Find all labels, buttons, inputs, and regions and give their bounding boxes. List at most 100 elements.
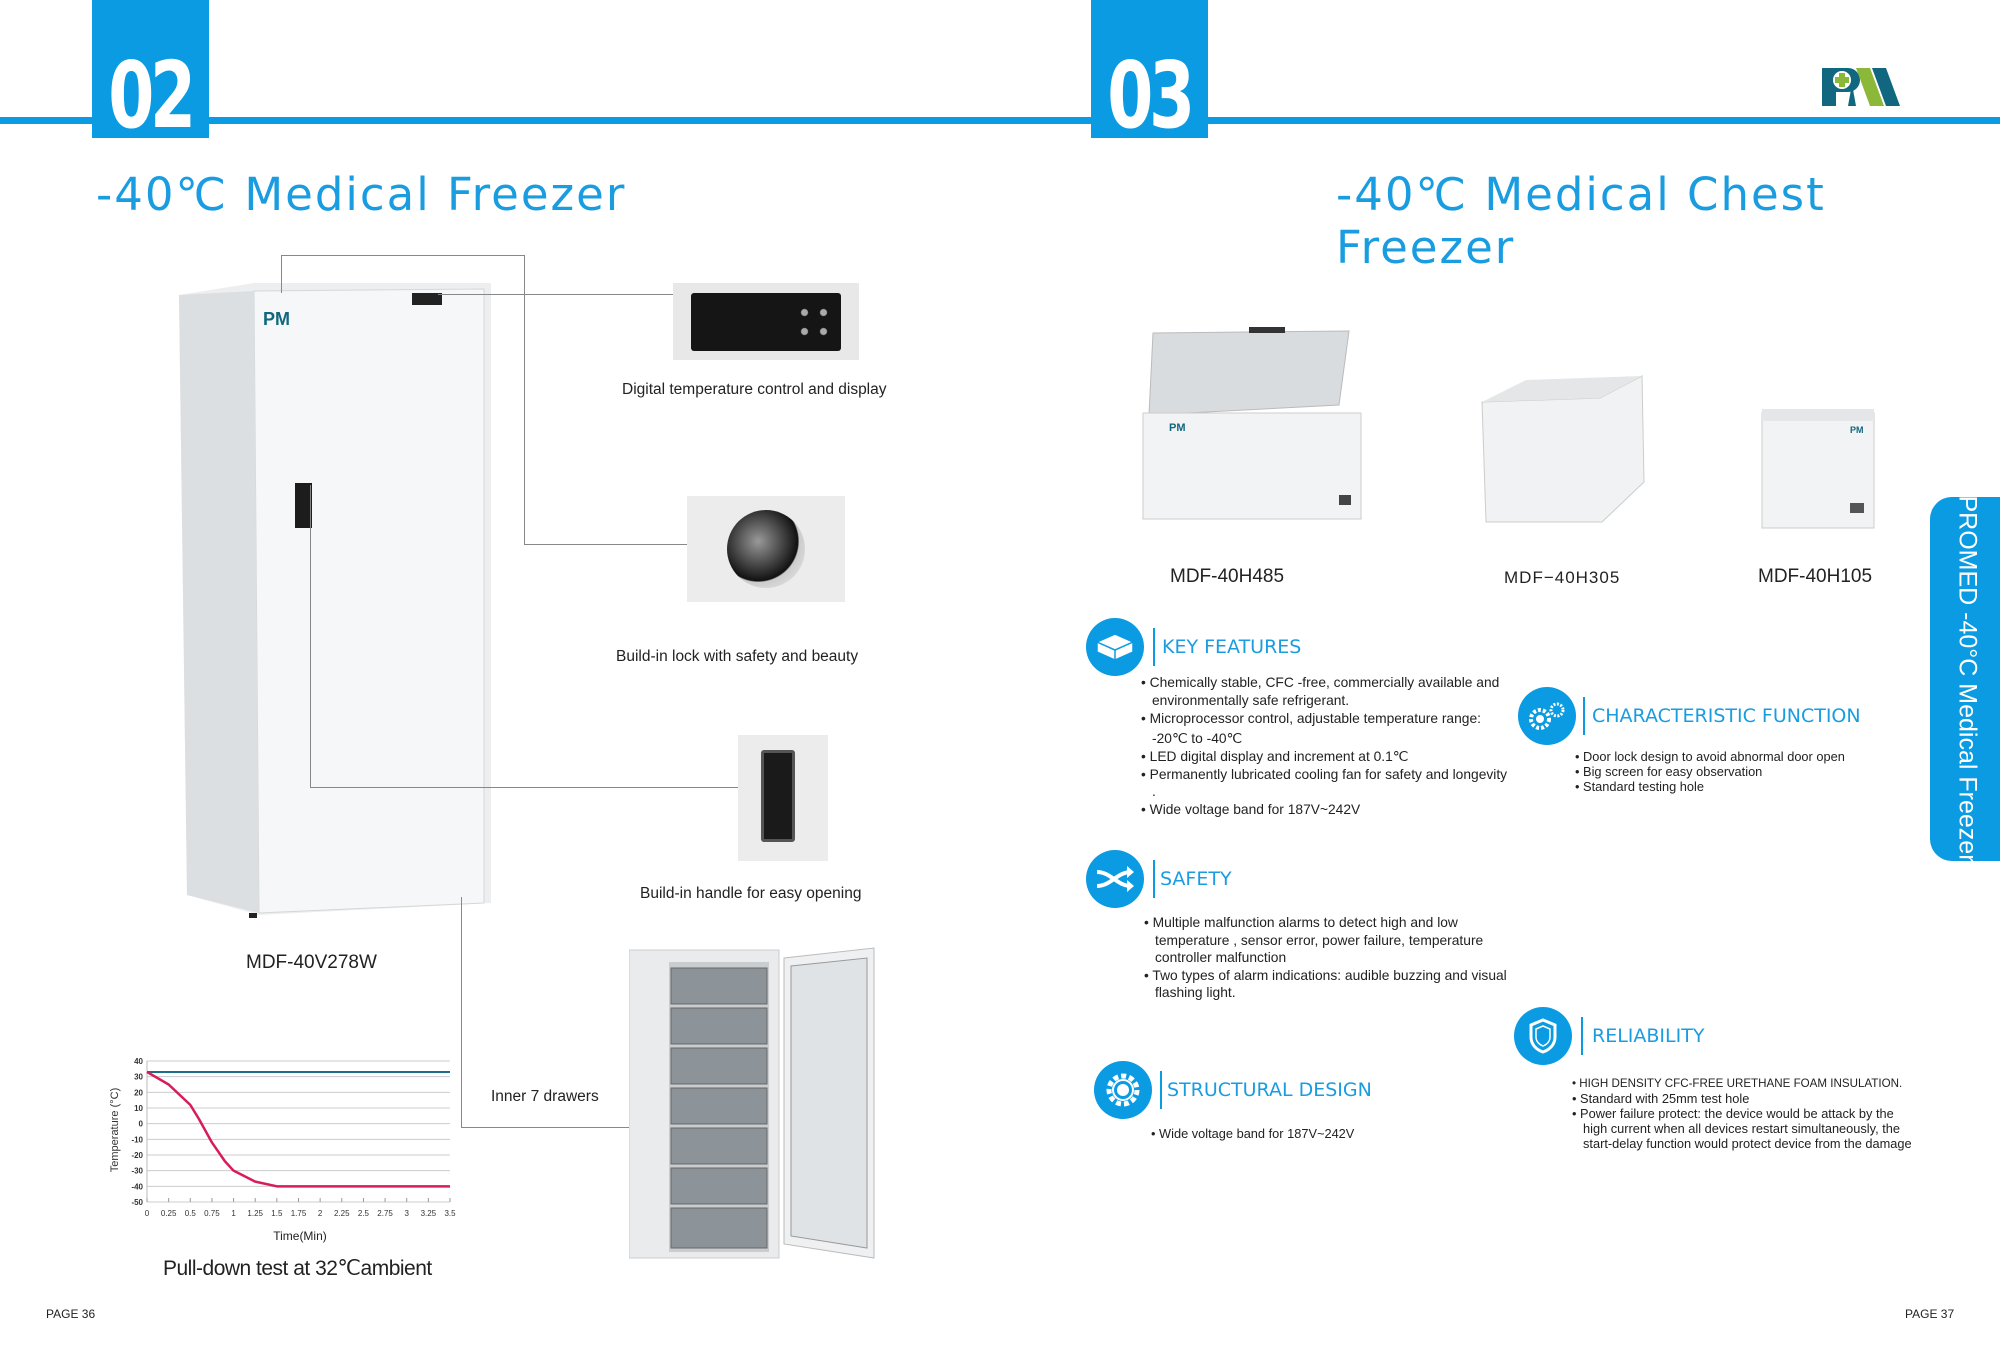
header-rule-left [0, 117, 1092, 124]
reliability-list: HIGH DENSITY CFC-FREE URETHANE FOAM INSU… [1572, 1076, 1912, 1151]
callout-label: Inner 7 drawers [491, 1088, 599, 1105]
y-axis-label: Temperature (°C) [109, 1088, 121, 1172]
x-tick-label: 0 [145, 1209, 150, 1218]
x-tick-label: 0.75 [204, 1209, 220, 1218]
page-number: PAGE 36 [46, 1307, 96, 1321]
shield-icon [1514, 1007, 1572, 1065]
section-title: CHARACTERISTIC FUNCTION [1592, 705, 1861, 727]
y-tick-label: -40 [131, 1182, 143, 1191]
page-title: -40℃ Medical Chest Freezer [1336, 168, 1826, 274]
list-item: Wide voltage band for 187V~242V [1151, 1126, 1451, 1141]
gear-icon [1094, 1061, 1152, 1119]
pull-down-chart: Temperature (°C) Time(Min) 403020100-10-… [109, 1057, 456, 1243]
callout-label: Digital temperature control and display [622, 381, 887, 398]
chest-freezer-image: PM [1758, 403, 1878, 538]
list-item: Wide voltage band for 187V~242V [1141, 801, 1511, 819]
upright-freezer-image: PM [179, 283, 491, 919]
box-icon [1086, 618, 1144, 676]
section-title: STRUCTURAL DESIGN [1167, 1079, 1372, 1101]
list-item: Permanently lubricated cooling fan for s… [1141, 766, 1511, 801]
list-item: Multiple malfunction alarms to detect hi… [1144, 914, 1514, 967]
list-item: Power failure protect: the device would … [1572, 1106, 1912, 1151]
section-divider [1160, 1071, 1162, 1109]
model-label: MDF-40H105 [1758, 566, 1873, 587]
y-tick-label: 20 [134, 1088, 143, 1097]
model-label: MDF−40H305 [1504, 568, 1621, 587]
chest-freezer-image: PM [1139, 325, 1363, 527]
connector-line [461, 1127, 629, 1128]
x-tick-label: 0.5 [185, 1209, 197, 1218]
y-tick-label: 0 [139, 1120, 144, 1129]
list-item: LED digital display and increment at 0.1… [1141, 748, 1511, 766]
controller-display-image [673, 283, 859, 360]
section-number-badge: 03 [1091, 0, 1208, 142]
structural-list: Wide voltage band for 187V~242V [1151, 1126, 1451, 1141]
list-item: Standard with 25mm test hole [1572, 1091, 1912, 1106]
x-tick-label: 2.25 [334, 1209, 350, 1218]
y-tick-label: -50 [131, 1198, 143, 1207]
page-title: -40℃ Medical Freezer [96, 168, 627, 221]
list-item: Door lock design to avoid abnormal door … [1575, 749, 1905, 764]
handle-image [738, 735, 828, 861]
x-tick-label: 0.25 [161, 1209, 177, 1218]
x-tick-label: 3.25 [421, 1209, 437, 1218]
list-item: HIGH DENSITY CFC-FREE URETHANE FOAM INSU… [1572, 1076, 1912, 1091]
connector-line [524, 544, 687, 545]
chart-caption: Pull-down test at 32℃ambient [163, 1257, 432, 1280]
y-tick-label: 40 [134, 1057, 143, 1066]
section-title: SAFETY [1160, 868, 1232, 890]
section-divider [1583, 697, 1585, 735]
x-tick-label: 1.75 [291, 1209, 307, 1218]
svg-text:PM: PM [1850, 425, 1864, 435]
chest-freezer-image [1480, 372, 1646, 538]
section-title: KEY FEATURES [1162, 636, 1302, 658]
list-item: Standard testing hole [1575, 779, 1905, 794]
x-tick-label: 2 [318, 1209, 323, 1218]
series-line-chamber [146, 1070, 450, 1188]
section-number: 02 [108, 42, 197, 149]
callout-label: Build-in handle for easy opening [640, 885, 862, 902]
list-item: Two types of alarm indications: audible … [1144, 967, 1514, 1002]
x-axis-label: Time(Min) [273, 1229, 327, 1243]
svg-text:PM: PM [263, 309, 290, 329]
y-tick-label: 10 [134, 1104, 143, 1113]
x-tick-label: 2.5 [358, 1209, 370, 1218]
model-label: MDF-40V278W [246, 952, 377, 973]
gears-icon [1518, 687, 1576, 745]
key-features-list: Chemically stable, CFC -free, commercial… [1141, 674, 1511, 818]
list-item: Big screen for easy observation [1575, 764, 1905, 779]
lock-image [687, 496, 845, 602]
shuffle-arrows-icon [1086, 850, 1144, 908]
side-tab-label: PROMED -40°C Medical Freezer [1953, 495, 1982, 863]
section-divider [1581, 1017, 1583, 1055]
x-tick-label: 1 [231, 1209, 236, 1218]
characteristic-list: Door lock design to avoid abnormal door … [1575, 749, 1905, 794]
side-tab: PROMED -40°C Medical Freezer [1930, 495, 2000, 863]
list-item: Chemically stable, CFC -free, commercial… [1141, 674, 1511, 709]
x-tick-label: 2.75 [377, 1209, 393, 1218]
section-number-badge: 02 [92, 0, 209, 142]
y-tick-label: -20 [131, 1151, 143, 1160]
section-number: 03 [1107, 42, 1196, 149]
header-rule-right [1200, 117, 2000, 124]
open-freezer-drawers-image [628, 944, 881, 1264]
x-tick-label: 1.25 [247, 1209, 263, 1218]
connector-line [310, 485, 311, 787]
callout-label: Build-in lock with safety and beauty [616, 648, 859, 665]
x-tick-label: 3.5 [444, 1209, 456, 1218]
promed-logo [1820, 66, 1902, 108]
page-number: PAGE 37 [1905, 1307, 1955, 1321]
connector-line [524, 255, 525, 544]
y-tick-label: -30 [131, 1167, 143, 1176]
model-label: MDF-40H485 [1170, 566, 1285, 587]
section-divider [1153, 860, 1155, 898]
list-item: Microprocessor control, adjustable tempe… [1141, 709, 1511, 748]
section-divider [1153, 628, 1155, 666]
x-tick-label: 1.5 [271, 1209, 283, 1218]
connector-line [461, 897, 462, 1127]
connector-line [310, 787, 738, 788]
connector-line [438, 294, 673, 295]
x-tick-label: 3 [404, 1209, 409, 1218]
connector-line [281, 255, 524, 256]
y-tick-label: 30 [134, 1073, 143, 1082]
